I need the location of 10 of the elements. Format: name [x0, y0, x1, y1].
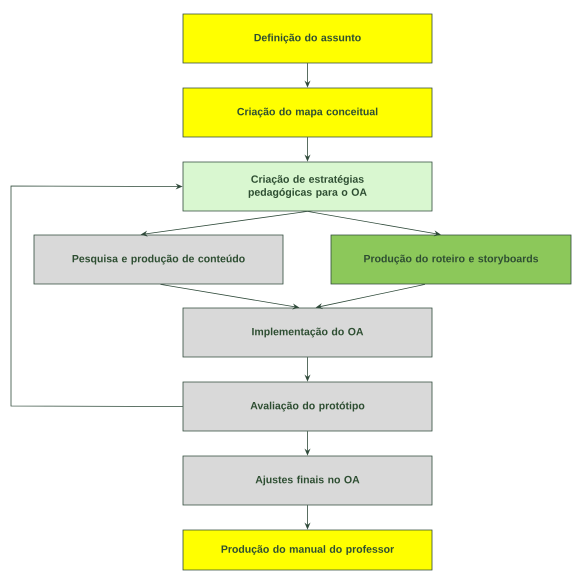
process-box: Avaliação do protótipo — [182, 382, 432, 432]
process-box: Definição do assunto — [182, 14, 432, 64]
process-box: Criação de estratégias pedagógicas para o OA — [182, 162, 432, 212]
process-box: Implementação do OA — [182, 308, 432, 358]
process-box: Pesquisa e produção de conteúdo — [34, 234, 284, 284]
process-box: Criação do mapa conceitual — [182, 88, 432, 138]
process-box: Ajustes finais no OA — [182, 456, 432, 506]
process-box: Produção do roteiro e storyboards — [330, 234, 572, 284]
process-box: Produção do manual do professor — [182, 530, 432, 570]
arrow — [10, 183, 183, 407]
